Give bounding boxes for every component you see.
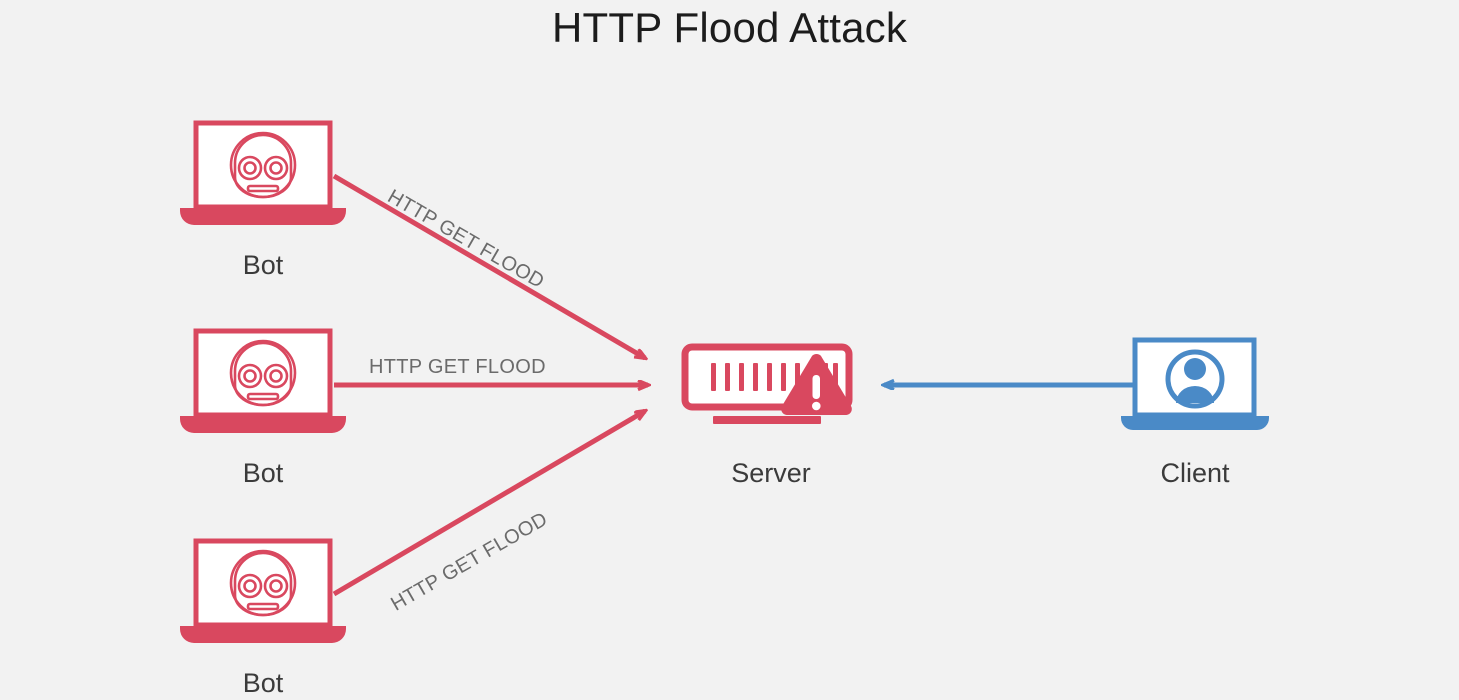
client-laptop-icon bbox=[1121, 337, 1269, 430]
bot-laptop-icon bbox=[180, 120, 346, 225]
robot-face-icon bbox=[229, 549, 297, 617]
edge-bot3-server bbox=[332, 411, 645, 597]
server-warning-icon bbox=[681, 343, 853, 424]
node-bot-3[interactable] bbox=[178, 538, 348, 653]
bot-laptop-icon bbox=[180, 538, 346, 643]
page-title: HTTP Flood Attack bbox=[551, 4, 908, 51]
node-bot-1[interactable] bbox=[178, 120, 348, 235]
warning-triangle-icon bbox=[781, 353, 852, 415]
bot-laptop-icon bbox=[180, 328, 346, 433]
node-label-server: Server bbox=[731, 458, 811, 488]
edge-bot1-server bbox=[332, 173, 645, 358]
robot-face-icon bbox=[229, 339, 297, 407]
node-label-bot-3: Bot bbox=[242, 668, 284, 698]
user-avatar-icon bbox=[1165, 349, 1225, 409]
node-label-client: Client bbox=[1160, 458, 1230, 488]
node-server[interactable] bbox=[681, 343, 861, 436]
node-client[interactable] bbox=[1110, 337, 1280, 433]
node-label-bot-1: Bot bbox=[242, 250, 284, 280]
edge-label-bot2-server: HTTP GET FLOOD bbox=[369, 356, 546, 378]
robot-face-icon bbox=[229, 131, 297, 199]
node-label-bot-2: Bot bbox=[242, 458, 284, 488]
node-bot-2[interactable] bbox=[178, 328, 348, 443]
